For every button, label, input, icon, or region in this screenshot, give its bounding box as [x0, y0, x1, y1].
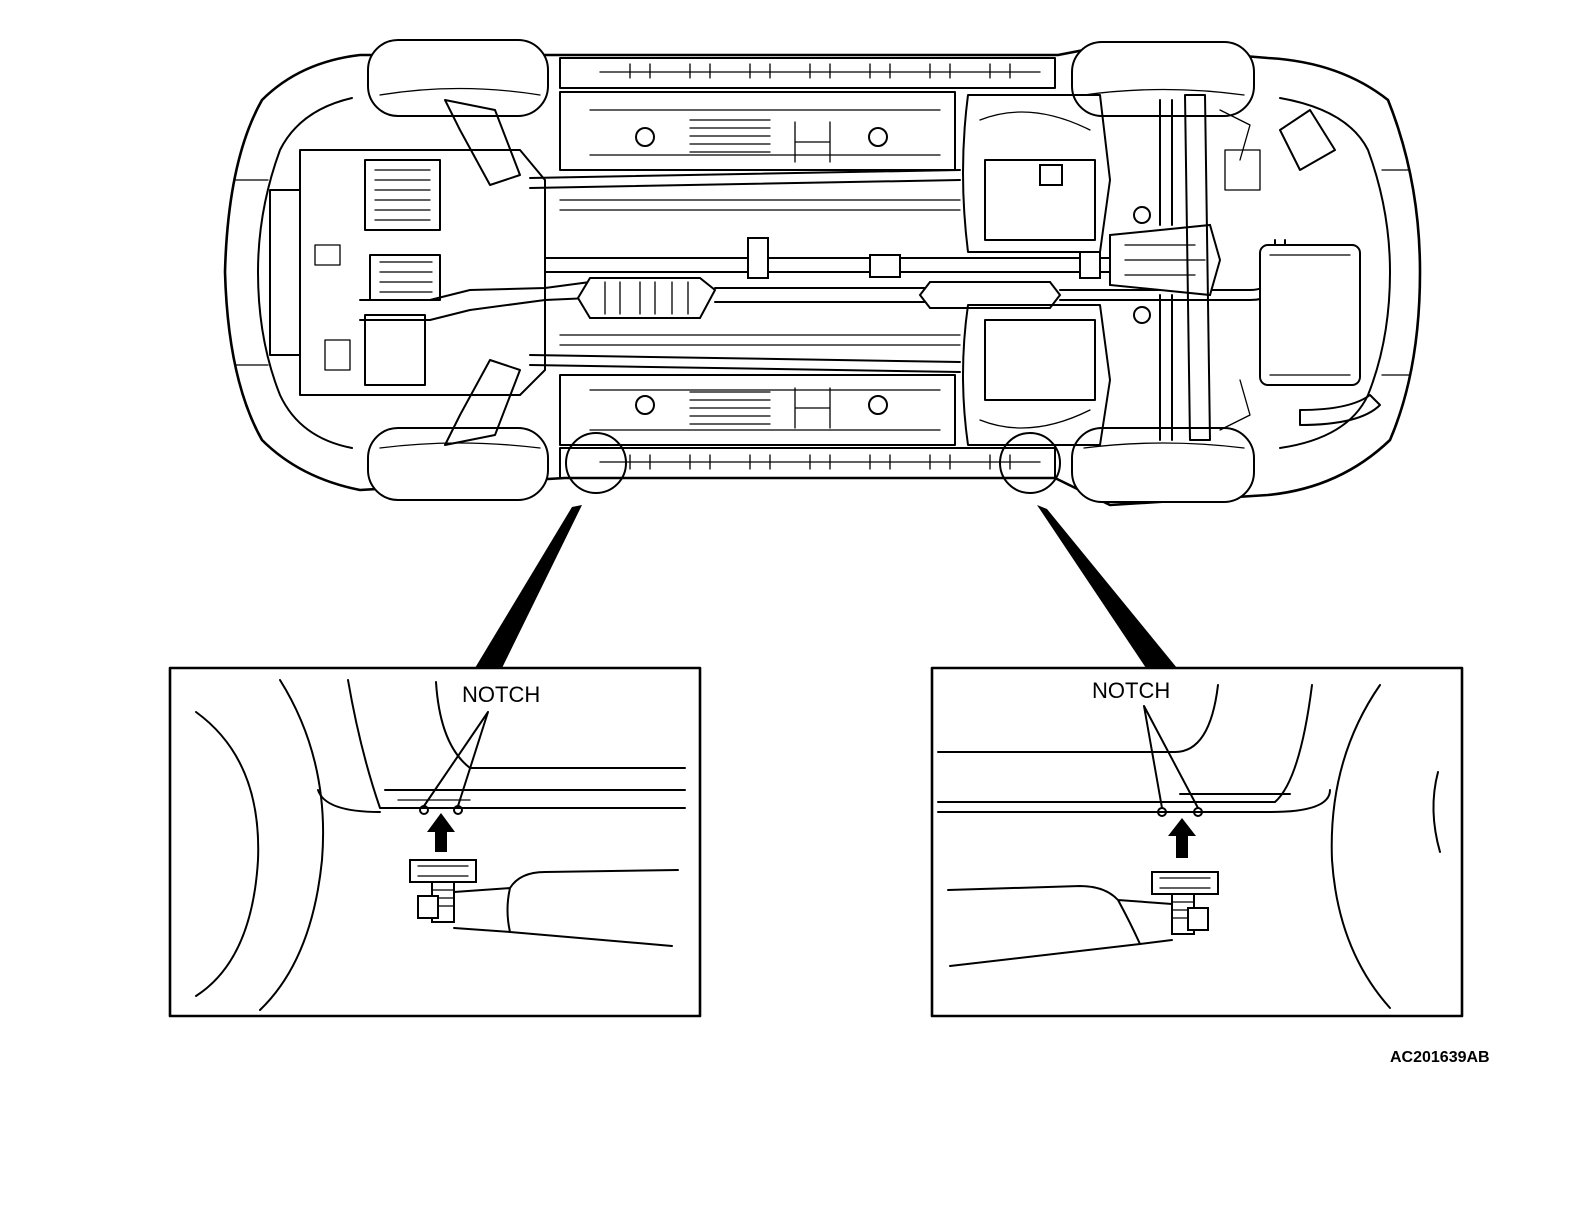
- lift-arrow-up-right: [1168, 818, 1196, 858]
- side-sill-right: [559, 447, 1056, 479]
- body-outline: [223, 43, 1422, 507]
- fuel-tank: [962, 94, 1111, 446]
- figure-code: AC201639AB: [1390, 1049, 1490, 1066]
- body-inner-contour: [257, 97, 1391, 449]
- callout-wedge-left: [475, 505, 582, 668]
- wheel-rear-left: [1071, 41, 1255, 117]
- brake-fuel-lines: [529, 169, 961, 373]
- front-subframe: [269, 99, 546, 446]
- notch-label-right: NOTCH: [1092, 678, 1170, 703]
- body-inner-contour-2: [235, 169, 1411, 376]
- detail-panel-left: NOTCH: [168, 666, 702, 1018]
- propeller-shaft: [544, 237, 1111, 279]
- lift-pad-left: [409, 859, 477, 923]
- vehicle-underbody: [223, 39, 1422, 507]
- wheel-rear-right: [1071, 427, 1255, 503]
- callout-circle-left: [565, 432, 627, 494]
- notch-label-left: NOTCH: [462, 682, 540, 707]
- callout-circle-right: [999, 432, 1061, 494]
- exhaust-system: [359, 239, 1361, 386]
- wheel-front-left: [367, 39, 549, 117]
- floor-panels: [559, 91, 956, 446]
- lift-arm-right: [947, 885, 1173, 967]
- rear-differential: [1109, 94, 1222, 441]
- side-sill-left: [559, 57, 1056, 89]
- lift-arrow-up: [427, 813, 455, 852]
- wheel-front-right: [367, 427, 549, 501]
- callout-wedge-right: [1037, 505, 1177, 668]
- lift-arm-left: [453, 869, 679, 947]
- rear-components: [1219, 109, 1381, 431]
- lift-pad-right: [1151, 871, 1219, 935]
- detail-panel-right: NOTCH: [930, 666, 1464, 1018]
